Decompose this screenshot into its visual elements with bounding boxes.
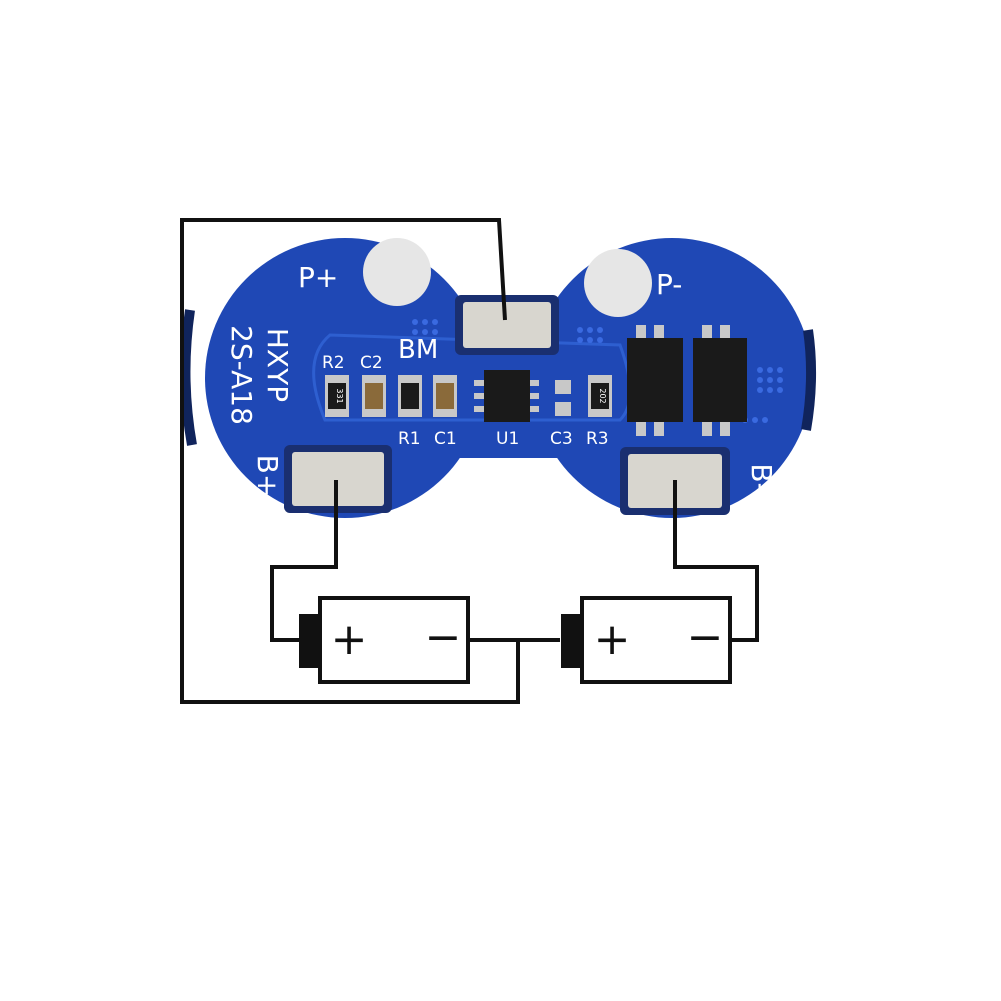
- ic-u1: [474, 370, 539, 422]
- wire-b-plus-to-battery1: [270, 480, 338, 642]
- resistor-r2: 331: [325, 375, 349, 417]
- capacitor-c1: [433, 375, 457, 417]
- battery-2-cap: [561, 614, 583, 668]
- resistor-r3: 202: [588, 375, 612, 417]
- capacitor-c2: [362, 375, 386, 417]
- p-minus-pad: [584, 249, 652, 317]
- battery-1: + −: [299, 596, 470, 684]
- label-r3: R3: [586, 429, 609, 449]
- label-r2: R2: [322, 353, 345, 373]
- label-r1: R1: [398, 429, 421, 449]
- battery-2: + −: [561, 596, 732, 684]
- label-u1: U1: [496, 429, 519, 449]
- label-c2: C2: [360, 353, 383, 373]
- resistor-r2-code: 331: [335, 388, 344, 403]
- pcb-vias: [412, 319, 783, 423]
- mosfet-left: [627, 325, 683, 436]
- battery-2-body: [580, 596, 732, 684]
- battery-1-cap: [299, 614, 321, 668]
- label-p-minus: P-: [656, 268, 682, 301]
- label-p-plus: P+: [298, 261, 338, 294]
- wire-bm-to-midpoint: [180, 218, 520, 704]
- p-plus-pad: [363, 238, 431, 306]
- battery-1-plus-sign: +: [331, 614, 368, 665]
- resistor-r3-code: 202: [598, 388, 607, 403]
- b-plus-pad-metal: [292, 452, 384, 506]
- label-bm: BM: [398, 335, 438, 365]
- pcb-right-edge: [801, 329, 817, 431]
- label-b-minus: B-: [745, 463, 778, 492]
- pcb-left-edge: [180, 309, 197, 446]
- capacitor-c3: [555, 380, 571, 416]
- board-model-line2: 2S-A18: [225, 325, 258, 425]
- mosfet-right: [693, 325, 747, 436]
- board-model-line1: HXYP: [261, 328, 294, 402]
- bm-pad-metal: [463, 302, 551, 348]
- label-c1: C1: [434, 429, 457, 449]
- wire-b-minus-to-battery2: [673, 480, 759, 642]
- label-b-plus: B+: [251, 455, 284, 498]
- battery-1-body: [318, 596, 470, 684]
- wiring: [180, 218, 759, 704]
- pcb-board: 331: [180, 238, 817, 518]
- battery-1-minus-sign: −: [425, 612, 462, 663]
- battery-2-plus-sign: +: [594, 614, 631, 665]
- label-c3: C3: [550, 429, 573, 449]
- resistor-r1: [398, 375, 422, 417]
- battery-2-minus-sign: −: [687, 612, 724, 663]
